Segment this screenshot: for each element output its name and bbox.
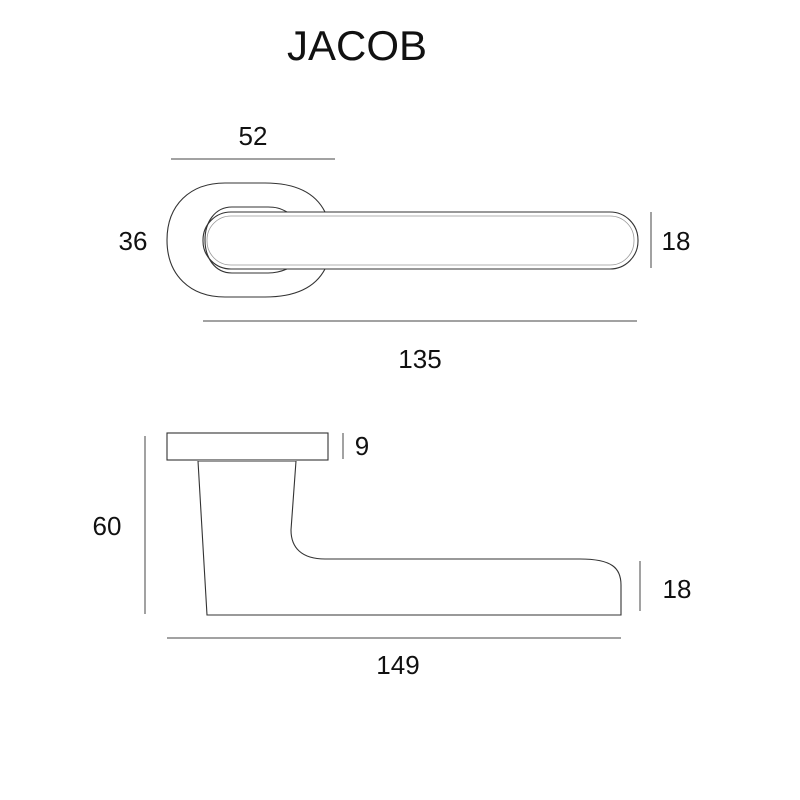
dim-overall-length: 149 [376, 650, 419, 680]
dim-lever-height: 18 [663, 574, 692, 604]
dim-rose-width: 52 [239, 121, 268, 151]
lever-outline [202, 211, 639, 270]
lever-side-outline [197, 460, 622, 616]
hub-outline [204, 206, 288, 274]
dim-rose-thickness: 9 [355, 431, 369, 461]
dim-projection: 60 [93, 511, 122, 541]
product-title: JACOB [287, 22, 427, 69]
side-view: 9 60 18 149 [93, 431, 692, 680]
lever-inner-outline [206, 215, 635, 266]
dim-lever-length: 135 [398, 344, 441, 374]
rose-side-outline [166, 432, 329, 461]
dim-lever-thickness: 18 [662, 226, 691, 256]
rose-outline [166, 182, 326, 298]
dim-rose-height: 36 [119, 226, 148, 256]
top-view: 52 36 18 135 [119, 121, 691, 374]
